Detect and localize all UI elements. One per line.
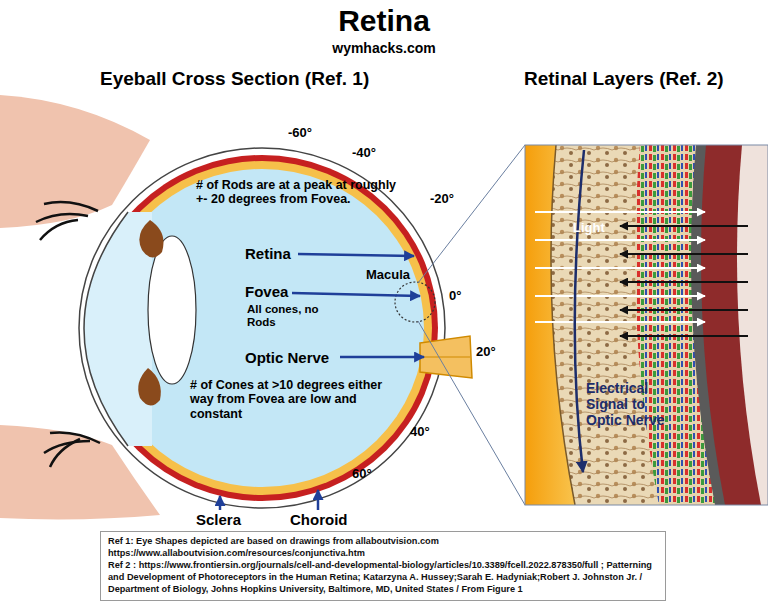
light-label: Light xyxy=(573,221,605,236)
callout-arrow xyxy=(340,356,424,359)
light-arrow xyxy=(535,295,705,297)
sclera-band xyxy=(737,145,768,505)
signal-label: Electrical Signal to Optic Nerve xyxy=(586,380,666,428)
signal-arrow xyxy=(620,225,748,227)
choroid xyxy=(126,155,438,501)
cornea xyxy=(84,212,128,446)
angle-label: 60° xyxy=(352,467,372,482)
signal-arrow xyxy=(620,253,748,255)
sclera xyxy=(79,148,445,508)
retina-layer xyxy=(126,161,432,495)
section-heading: Retinal Layers (Ref. 2) xyxy=(524,68,766,90)
eyelash xyxy=(36,214,88,222)
eyelash xyxy=(50,439,80,467)
iris xyxy=(138,368,161,406)
vitreous xyxy=(126,169,424,487)
angle-label: -60° xyxy=(288,126,312,141)
iris xyxy=(139,220,163,258)
light-arrow xyxy=(535,211,705,213)
zoom-panel-border xyxy=(525,145,768,505)
signal-arrow xyxy=(620,281,748,283)
zoom-leader xyxy=(418,321,525,505)
part-label: Choroid xyxy=(290,511,348,528)
optic-nerve xyxy=(420,336,472,378)
choroid-band xyxy=(701,145,768,505)
angle-label: -20° xyxy=(430,192,454,207)
angle-label: 40° xyxy=(410,425,430,440)
callout-arrow xyxy=(292,293,420,296)
angle-label: 0° xyxy=(449,289,461,304)
annotation-note: All cones, no Rods xyxy=(247,303,335,329)
annotation-note: # of Cones at >10 degrees either way fro… xyxy=(190,378,408,421)
pigment-layer xyxy=(691,145,768,505)
part-label: Retina xyxy=(245,245,291,262)
light-arrow xyxy=(535,321,705,323)
part-label: Macula xyxy=(366,268,410,283)
photoreceptor-layer xyxy=(635,145,768,505)
reference-text: Ref 1: Eye Shapes depicted are based on … xyxy=(108,536,658,560)
signal-arrow xyxy=(620,309,748,311)
part-label: Optic Nerve xyxy=(245,349,329,366)
layer-boundary xyxy=(551,145,575,505)
page-title: Retina xyxy=(0,4,768,39)
angle-label: -40° xyxy=(352,146,376,161)
light-arrow xyxy=(535,267,705,269)
signal-flow-arrow xyxy=(575,150,584,472)
macula-outline xyxy=(395,282,435,322)
reference-box: Ref 1: Eye Shapes depicted are based on … xyxy=(100,531,666,601)
part-label: Fovea xyxy=(245,283,288,300)
eyelash xyxy=(40,220,78,240)
reference-text: Ref 2 : https://www.frontiersin.org/jour… xyxy=(108,560,658,596)
lens xyxy=(148,236,196,384)
callout-arrow xyxy=(317,490,320,510)
signal-arrow xyxy=(620,335,748,337)
optic-nerve-line xyxy=(424,357,470,358)
light-arrow xyxy=(535,239,705,241)
callout-arrow xyxy=(219,496,222,510)
neural-layers xyxy=(551,145,768,505)
section-heading: Eyeball Cross Section (Ref. 1) xyxy=(100,68,440,90)
callout-arrow xyxy=(298,254,414,256)
annotation-note: # of Rods are at a peak at roughly +- 20… xyxy=(196,178,408,207)
eyelash xyxy=(44,202,98,211)
zoom-leader xyxy=(418,145,525,283)
part-label: Sclera xyxy=(196,511,241,528)
angle-label: 20° xyxy=(476,345,496,360)
site-url: wymhacks.com xyxy=(0,40,768,56)
